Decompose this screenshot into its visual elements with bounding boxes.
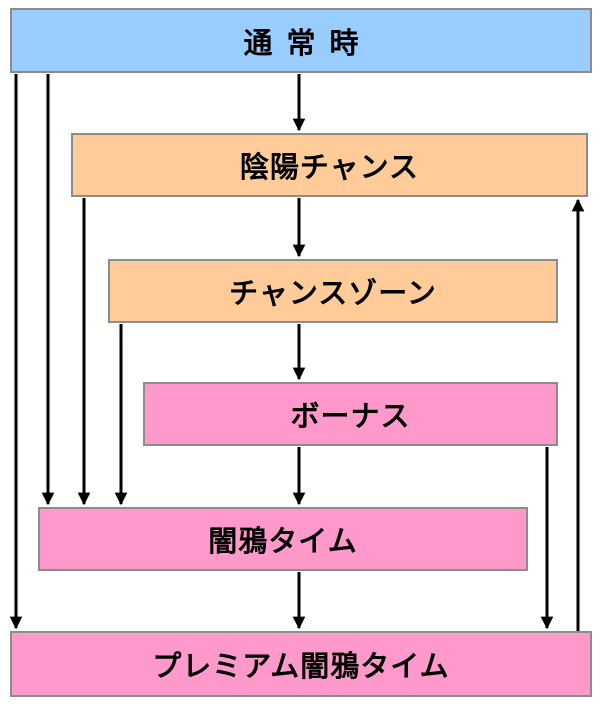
node-bonus-label: ボーナス bbox=[290, 399, 411, 433]
node-normal: 通常時 bbox=[10, 8, 592, 73]
node-onmyo-chance: 陰陽チャンス bbox=[71, 133, 588, 197]
node-premium-yamigarasu-time-label: プレミアム闇鴉タイム bbox=[152, 649, 450, 683]
node-premium-yamigarasu-time: プレミアム闇鴉タイム bbox=[10, 631, 592, 697]
node-bonus: ボーナス bbox=[143, 382, 558, 446]
node-yamigarasu-time: 闇鴉タイム bbox=[38, 507, 528, 571]
node-onmyo-chance-label: 陰陽チャンス bbox=[239, 150, 420, 184]
node-normal-label: 通常時 bbox=[243, 25, 373, 60]
node-chance-zone-label: チャンスゾーン bbox=[229, 276, 437, 310]
node-yamigarasu-time-label: 闇鴉タイム bbox=[208, 524, 358, 558]
node-chance-zone: チャンスゾーン bbox=[108, 259, 558, 323]
